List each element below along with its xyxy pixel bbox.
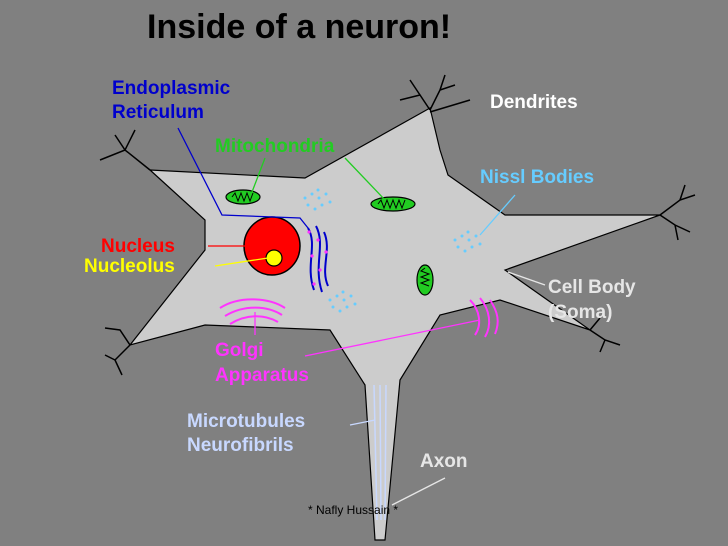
- label-cell-body-line1: Cell Body: [548, 277, 636, 298]
- label-mitochondria: Mitochondria: [215, 136, 335, 157]
- label-microtubules-line1: Microtubules: [187, 411, 306, 432]
- dendrites-branches: [99, 74, 696, 376]
- label-nissl-bodies: Nissl Bodies: [480, 167, 595, 188]
- label-golgi-line1: Golgi: [215, 340, 264, 361]
- golgi-apparatus: [219, 297, 499, 338]
- mitochondria-organelles: [225, 189, 434, 296]
- endoplasmic-reticulum-ribosomes: [307, 230, 328, 286]
- microtubules-in-axon: [373, 384, 387, 521]
- slide-title: Inside of a neuron!: [147, 8, 452, 46]
- label-cell-body-line2: (Soma): [548, 302, 613, 323]
- label-microtubules-line2: Neurofibrils: [187, 435, 294, 456]
- credit-footer: * Nafly Hussain *: [308, 503, 399, 517]
- nucleolus: [265, 249, 283, 267]
- label-er-line2: Reticulum: [112, 102, 204, 123]
- nissl-bodies-clusters: [303, 188, 482, 313]
- label-nucleus: Nucleus: [101, 236, 175, 257]
- label-er-line1: Endoplasmic: [112, 78, 231, 99]
- label-golgi-line2: Apparatus: [215, 365, 309, 386]
- label-axon: Axon: [420, 451, 468, 472]
- label-nucleolus: Nucleolus: [84, 256, 175, 277]
- leader-lines: [177, 127, 546, 506]
- label-dendrites: Dendrites: [490, 92, 578, 113]
